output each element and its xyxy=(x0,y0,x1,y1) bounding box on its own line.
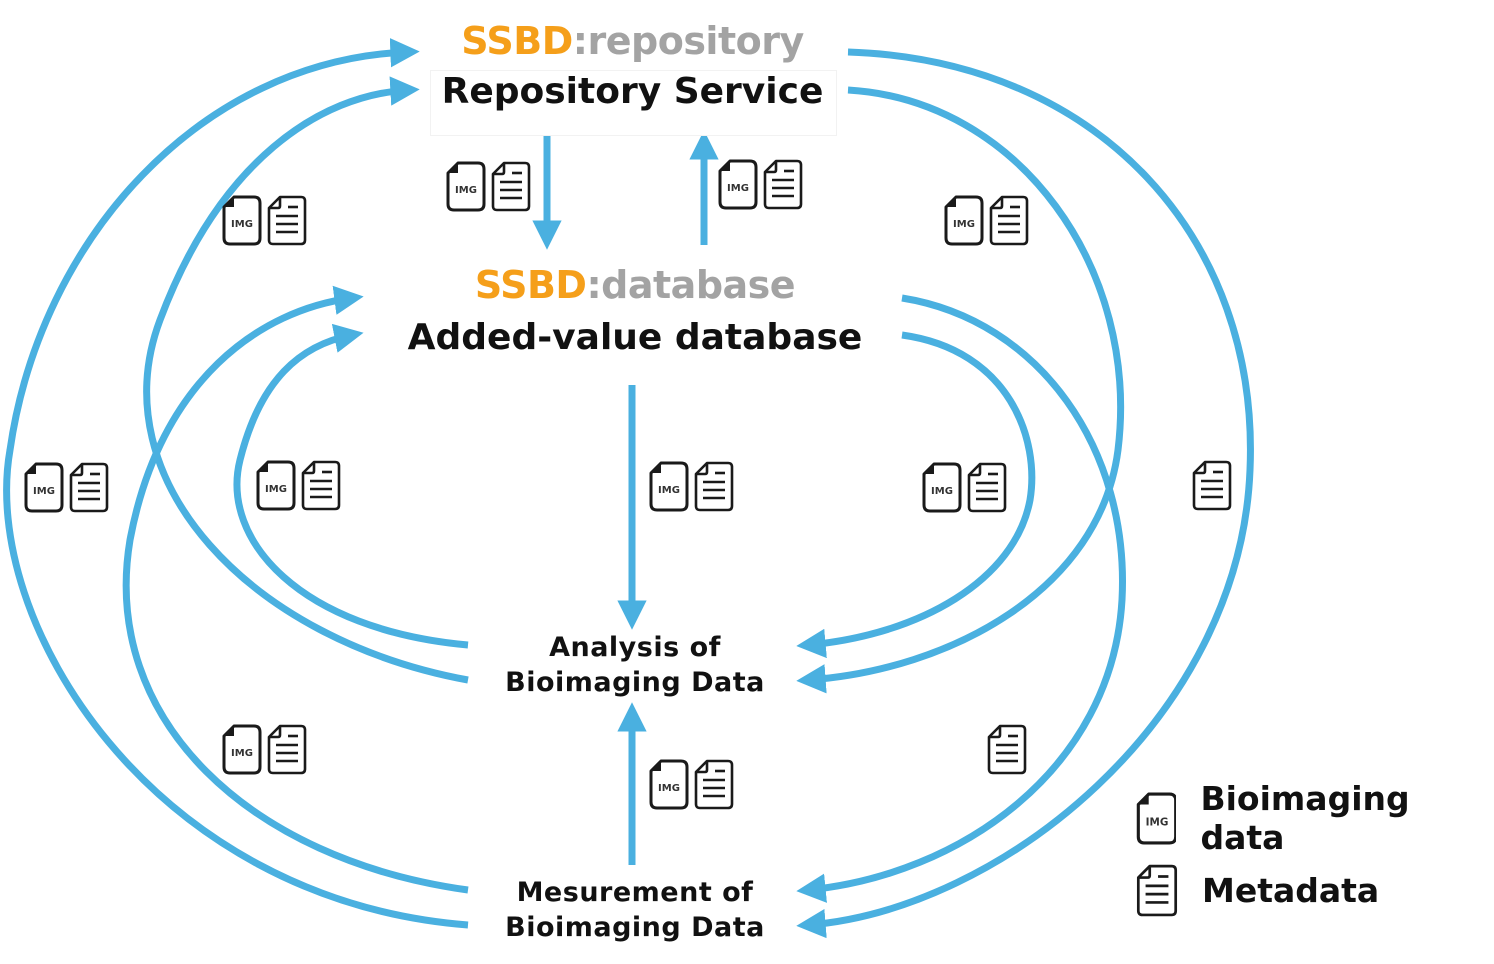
metadata-file-icon xyxy=(967,462,1007,513)
legend-item-bioimaging: Bioimaging data xyxy=(1136,779,1494,857)
brand-suffix: :database xyxy=(586,263,796,307)
img-file-icon xyxy=(222,195,262,246)
img-file-icon xyxy=(446,161,486,212)
img-file-icon xyxy=(649,461,689,512)
metadata-file-icon xyxy=(694,759,734,810)
metadata-file-icon xyxy=(69,462,109,513)
metadata-file-icon xyxy=(1192,460,1232,511)
arrow-repository-to-measurement xyxy=(796,48,1254,939)
metadata-file-icon xyxy=(694,461,734,512)
arrow-repository-to-analysis xyxy=(796,86,1125,694)
repository-box xyxy=(430,70,837,136)
img-file-icon xyxy=(1136,792,1177,845)
repository-title: Repository Service xyxy=(441,71,824,112)
img-file-icon xyxy=(256,460,296,511)
arrow-measurement-to-database xyxy=(122,285,469,894)
metadata-file-icon xyxy=(491,161,531,212)
img-file-icon xyxy=(944,195,984,246)
arrow-database-to-measurement xyxy=(796,294,1126,903)
arrow-analysis-to-database xyxy=(233,323,469,649)
metadata-file-icon xyxy=(267,724,307,775)
brand-prefix: SSBD xyxy=(474,263,587,307)
measurement-line1: Mesurement of xyxy=(516,877,754,908)
img-file-icon xyxy=(649,759,689,810)
measurement-node: Mesurement of Bioimaging Data xyxy=(470,875,800,945)
analysis-line1: Analysis of xyxy=(549,632,721,663)
database-node: SSBD:database Added-value database xyxy=(390,266,880,358)
database-title: Added-value database xyxy=(407,317,863,358)
repository-brand: SSBD:repository xyxy=(430,22,835,60)
legend-item-metadata: Metadata xyxy=(1136,854,1494,926)
metadata-file-icon xyxy=(989,195,1029,246)
img-file-icon xyxy=(222,724,262,775)
metadata-file-icon xyxy=(301,460,341,511)
database-brand: SSBD:database xyxy=(390,266,880,304)
arrow-analysis-to-repository xyxy=(143,76,469,684)
legend: Bioimaging data Metadata xyxy=(1136,779,1494,926)
repository-node: SSBD:repository Repository Service xyxy=(430,22,835,112)
brand-prefix: SSBD xyxy=(461,19,573,63)
analysis-node: Analysis of Bioimaging Data xyxy=(470,630,800,700)
metadata-file-icon xyxy=(267,195,307,246)
analysis-line2: Bioimaging Data xyxy=(505,667,765,698)
img-file-icon xyxy=(922,462,962,513)
legend-label: Bioimaging data xyxy=(1200,779,1410,857)
brand-suffix: :repository xyxy=(572,19,804,63)
legend-label: Metadata xyxy=(1202,870,1380,910)
metadata-file-icon xyxy=(763,159,803,210)
metadata-file-icon xyxy=(1136,864,1178,917)
measurement-line2: Bioimaging Data xyxy=(505,912,765,943)
img-file-icon xyxy=(24,462,64,513)
arrow-measurement-to-repository xyxy=(3,38,469,929)
arrow-database-to-analysis-curve xyxy=(796,331,1036,659)
metadata-file-icon xyxy=(987,724,1027,775)
img-file-icon xyxy=(718,159,758,210)
